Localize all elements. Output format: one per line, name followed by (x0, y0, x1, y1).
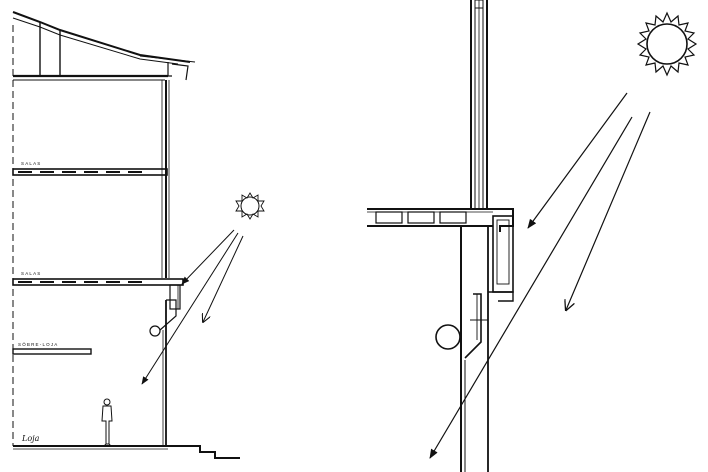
detail-upper-wall (470, 0, 488, 209)
ground-line (13, 445, 240, 459)
floor-label-salas-lower: SALAS (21, 271, 42, 276)
floor-label-sobre-loja: SÔBRE-LOJA (18, 341, 59, 347)
floor-slab-middle (12, 278, 184, 286)
floor-slab-upper (12, 168, 168, 176)
floor-label-salas-upper: SALAS (21, 161, 42, 166)
human-figure (101, 398, 113, 447)
mezzanine-slab (12, 348, 92, 355)
building-section-left (12, 11, 265, 459)
sun-ray-arrow (141, 232, 239, 385)
roof (12, 11, 196, 81)
sun-icon-large (636, 11, 698, 77)
shading-device (159, 284, 181, 331)
sun-icon-small (235, 192, 265, 220)
detail-slab (367, 208, 514, 232)
sun-ray-arrow-detail (566, 111, 651, 310)
signature: Loja (21, 434, 40, 443)
detail-lower-wall (460, 215, 514, 472)
sun-ray-arrow-detail (429, 116, 633, 459)
sun-ray-arrow (203, 235, 244, 322)
detail-lamp-globe (435, 324, 461, 350)
sun-ray-arrow (181, 229, 235, 285)
facade (161, 80, 170, 446)
sun-ray-arrow-detail (527, 92, 628, 229)
lamp-globe (149, 325, 161, 337)
detail-section-right (367, 0, 698, 472)
